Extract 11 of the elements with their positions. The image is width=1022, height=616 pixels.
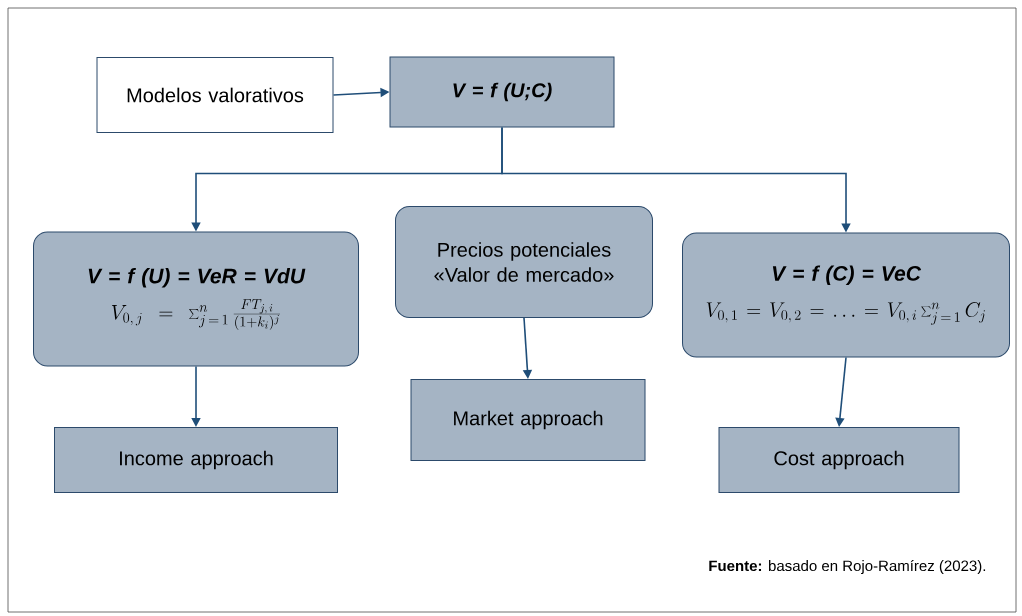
arrow — [191, 365, 201, 427]
rounded-box: Precios potenciales «Valor de mercado» — [395, 206, 653, 318]
arrow — [835, 356, 847, 427]
process-box: Income approach — [54, 427, 338, 493]
rounded-box: V = f (C) = VeC $V_{0,\,1} = V_{0,\,2} = \ldots = V_{0,\,i} \sum_{j\,=\,1}^{n} C_{j}$ — [682, 232, 1010, 358]
process-box: V = f (U;C) — [389, 56, 615, 128]
process-box: Cost approach — [718, 427, 960, 493]
process-box: Market approach — [410, 379, 646, 461]
source-note: Fuente: basado en Rojo-Ramírez (2023). — [709, 559, 986, 575]
rounded-box: V = f (U) = VeR = VdU $V_{0,\,j} = \sum_{j\,=\,1}^{n} \frac{FT_{j,\,i}}{(1 + k_{i})^{j}}$ — [33, 231, 359, 367]
process-box: Modelos valorativos — [96, 57, 334, 133]
